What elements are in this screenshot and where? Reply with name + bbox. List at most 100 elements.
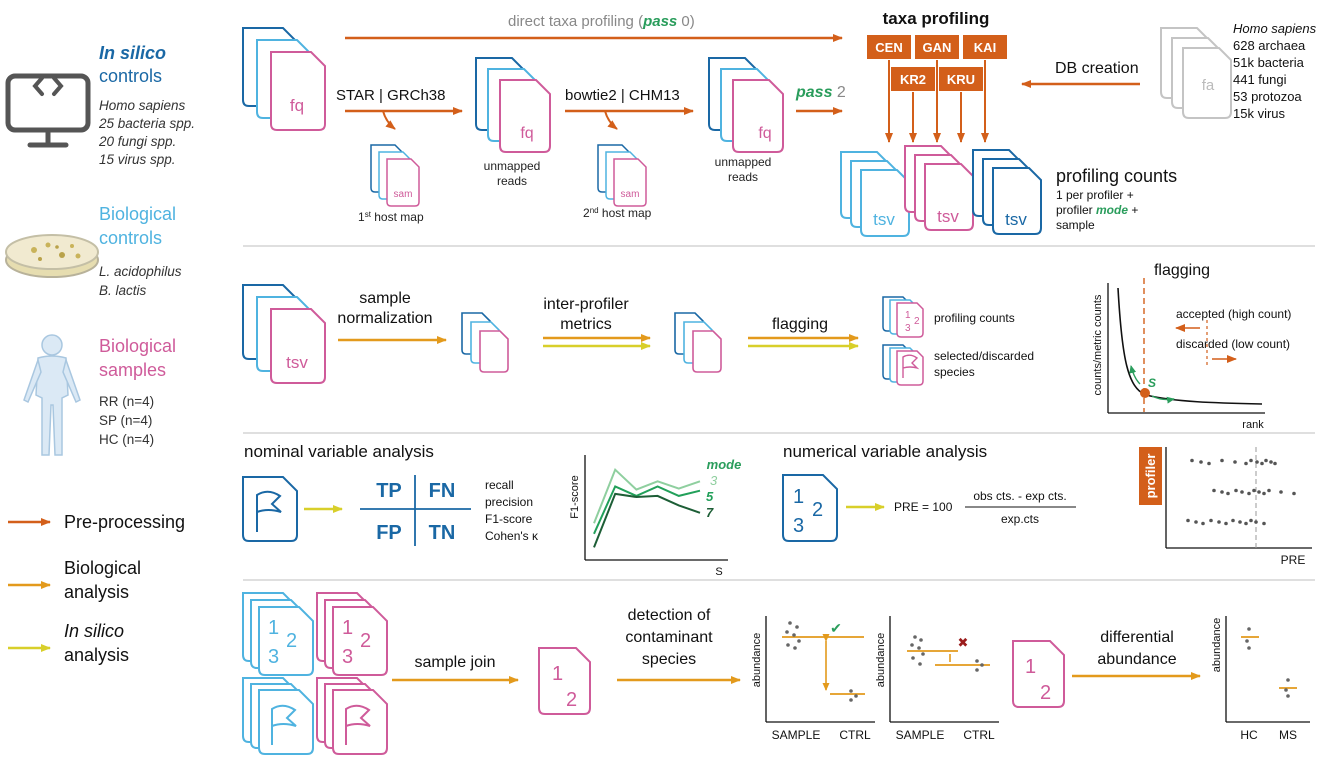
db-creation-label: DB creation [1055, 60, 1139, 77]
in-silico-title-1: In silico [99, 43, 166, 63]
pass2-label: pass 2 [795, 84, 846, 101]
svg-text:3: 3 [905, 323, 911, 334]
pre-dot [1292, 491, 1296, 496]
detection-label: detection of [628, 607, 711, 624]
svg-text:KAI: KAI [974, 40, 996, 55]
flagging-step-label: flagging [772, 316, 828, 333]
pre-xlabel: PRE [1281, 553, 1306, 567]
pre-dot [1269, 460, 1273, 464]
file-label: sam [394, 189, 413, 200]
bio-control-item: B. lactis [99, 283, 147, 298]
pre-dot [1260, 461, 1264, 466]
flagging-xlabel: rank [1242, 419, 1264, 431]
svg-text:KR2: KR2 [900, 72, 926, 87]
pre-dot [1249, 458, 1253, 463]
human-body-icon [23, 334, 81, 456]
petri-dish-icon [5, 234, 99, 278]
db-item: 53 protozoa [1233, 89, 1302, 104]
bio-samples-title-2: samples [99, 360, 166, 380]
f1-legend-title: mode [707, 457, 742, 472]
cross-icon: ✖ [958, 635, 969, 650]
pre-dot [1244, 521, 1248, 526]
bio-samples-title-1: Biological [99, 336, 176, 356]
unmapped-reads-label: reads [497, 174, 527, 188]
metric-label: recall [485, 478, 514, 492]
profiling-counts-line: sample [1056, 218, 1095, 232]
svg-text:CEN: CEN [875, 40, 902, 55]
detection-label: contaminant [625, 629, 713, 646]
profiling-counts-mini-stack: 1 2 3 [882, 296, 924, 338]
pre-dot [1226, 491, 1230, 496]
legend-in-silico-1: In silico [64, 621, 124, 641]
svg-text:GAN: GAN [923, 40, 952, 55]
f1-series-line-7 [593, 492, 701, 548]
pre-dot [1264, 458, 1268, 463]
diff-abundance-file-icon: 1 2 [1012, 640, 1065, 708]
legend-preprocessing: Pre-processing [64, 512, 185, 532]
differential-label: differential [1100, 629, 1174, 646]
file-label: tsv [286, 353, 308, 372]
check-icon: ✔ [830, 620, 842, 636]
tsv-stack-blue-dark: tsv [972, 149, 1042, 235]
svg-text:1: 1 [793, 486, 804, 508]
taxa-profiling-title: taxa profiling [883, 9, 990, 28]
metric-label: precision [485, 495, 533, 509]
pre-dot [1262, 521, 1266, 526]
fa-file-stack: fa [1160, 27, 1232, 119]
pre-dot [1254, 520, 1258, 524]
pre-dot [1186, 518, 1190, 523]
svg-text:SAMPLE: SAMPLE [896, 728, 945, 742]
pre-dot [1273, 461, 1277, 466]
unmapped-fq-stack-1: fq [475, 57, 551, 153]
bio-sample-item: HC (n=4) [99, 432, 154, 447]
sam-file-stack-2: sam [597, 144, 647, 207]
f1-score-chart: F1-score S mode 3 5 7 [569, 455, 741, 578]
svg-text:3: 3 [268, 646, 279, 668]
pre-dot [1194, 520, 1198, 524]
monitor-icon [5, 73, 91, 148]
small-file-stack-1 [461, 312, 509, 373]
differential-abundance-plot: abundance HC MS [1211, 616, 1310, 742]
file-label: fq [290, 96, 304, 115]
pre-dot [1231, 518, 1235, 523]
f1-ylabel: F1-score [569, 475, 581, 518]
sam-file-stack-1: sam [370, 144, 420, 207]
pre-dot [1220, 458, 1224, 463]
sample-join-label: sample join [415, 654, 496, 671]
svg-text:2: 2 [286, 630, 297, 652]
joined-file-icon: 1 2 [538, 647, 591, 715]
numeric-file-icon: 1 2 3 [782, 474, 838, 542]
svg-text:2: 2 [812, 499, 823, 521]
bio-controls-title-1: Biological [99, 204, 176, 224]
svg-text:1: 1 [552, 663, 563, 685]
file-label: sam [621, 189, 640, 200]
detection-label: species [642, 651, 696, 668]
svg-text:abundance: abundance [875, 633, 887, 687]
file-label: fq [520, 125, 533, 142]
metric-label: F1-score [485, 512, 533, 526]
inter-profiler-label: metrics [560, 316, 612, 333]
tp-cell: TP [376, 480, 402, 502]
threshold-point [1140, 388, 1150, 398]
flagging-chart-title: flagging [1154, 262, 1210, 279]
db-species: Homo sapiens [1233, 21, 1317, 36]
profiler-box-gan: GAN [915, 35, 959, 59]
f1-series-line-5 [593, 485, 701, 535]
file-label: tsv [873, 210, 895, 229]
in-silico-item: 15 virus spp. [99, 152, 176, 167]
bio-controls-title-2: controls [99, 228, 162, 248]
svg-text:1: 1 [905, 310, 911, 321]
profiler-output-arrows [885, 60, 989, 143]
tsv-input-stack: tsv [242, 284, 326, 384]
in-silico-item: 25 bacteria spp. [98, 116, 195, 131]
small-file-stack-2 [674, 312, 722, 373]
fq-input-file-stack: fq [242, 27, 326, 131]
svg-text:CTRL: CTRL [839, 728, 871, 742]
pre-dot [1207, 461, 1211, 466]
svg-text:1: 1 [1025, 656, 1036, 678]
legend-biological-1: Biological [64, 558, 141, 578]
contaminant-plot-rejected: abundance SAMPLE CTRL ✖ [875, 616, 999, 742]
tsv-stack-blue-light: tsv [840, 151, 910, 237]
contaminant-plot-accepted: abundance SAMPLE CTRL ✔ [751, 616, 875, 742]
